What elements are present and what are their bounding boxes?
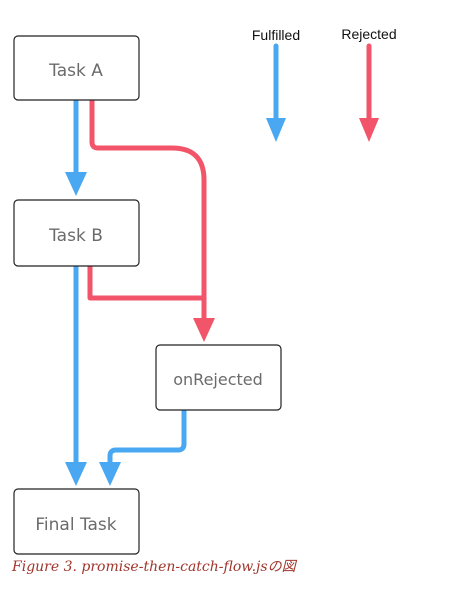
node-final-task-label: Final Task <box>35 515 116 535</box>
edge-task-b-fulfilled-arrowhead <box>65 462 87 486</box>
node-task-a: Task A <box>13 35 140 101</box>
figure-caption: Figure 3. promise-then-catch-flow.jsの図 <box>12 559 296 575</box>
node-final-task: Final Task <box>13 488 140 555</box>
legend-fulfilled-arrow <box>266 43 286 142</box>
edge-task-a-rejected-to-onrejected <box>89 97 207 323</box>
edge-onrejected-fulfilled-arrowhead <box>99 462 121 486</box>
legend-rejected-label: Rejected <box>341 26 396 42</box>
edge-rejected-arrowhead <box>193 318 215 342</box>
node-task-b-label: Task B <box>48 226 103 246</box>
legend-fulfilled-label: Fulfilled <box>252 27 300 43</box>
edge-task-a-fulfilled-arrowhead <box>65 172 87 196</box>
node-task-a-label: Task A <box>48 61 103 81</box>
edge-task-b-rejected-join <box>87 263 207 301</box>
edge-onrejected-fulfilled-to-final <box>107 407 187 467</box>
legend-rejected-arrow <box>359 43 379 142</box>
node-onrejected-label: onRejected <box>173 370 263 389</box>
node-onrejected: onRejected <box>155 344 282 411</box>
node-task-b: Task B <box>13 199 140 267</box>
